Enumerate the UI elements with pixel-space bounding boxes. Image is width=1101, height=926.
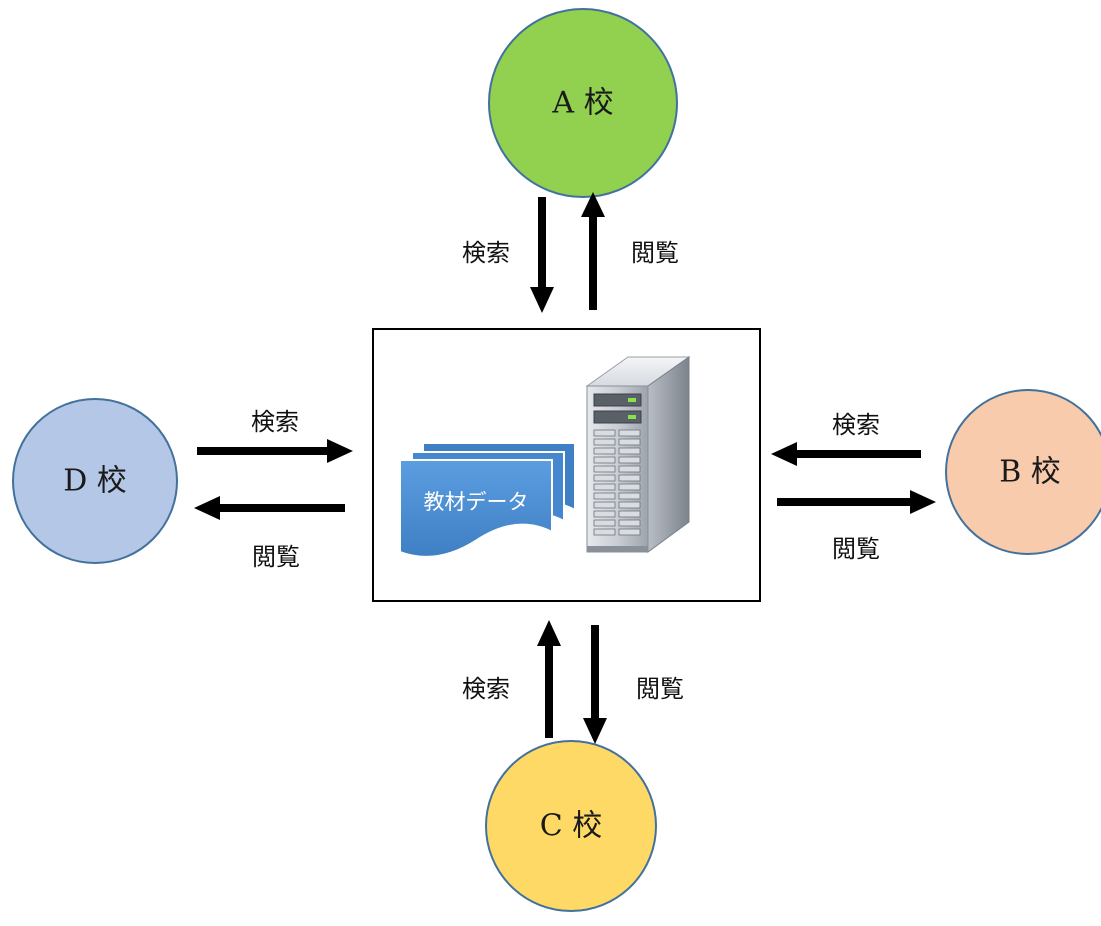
school-b-circle <box>945 389 1101 555</box>
arrow-d-view <box>194 496 345 520</box>
school-a: A 校 <box>488 8 678 198</box>
label-a-view: 閲覧 <box>631 239 679 267</box>
label-b-search: 検索 <box>832 411 880 439</box>
label-a-search: 検索 <box>462 239 510 267</box>
server-tower-icon <box>585 356 691 553</box>
arrow-b-view <box>777 490 936 514</box>
arrow-d-search <box>197 439 353 463</box>
server-box: 教材データ <box>372 328 761 602</box>
arrow-c-view <box>583 625 607 744</box>
label-d-view: 閲覧 <box>252 543 300 571</box>
label-c-search: 検索 <box>462 675 510 703</box>
school-c: C 校 <box>485 740 657 912</box>
school-a-label: A 校 <box>551 86 613 121</box>
school-c-circle <box>485 740 657 912</box>
label-c-view: 閲覧 <box>636 675 684 703</box>
school-b: B 校 <box>945 389 1101 555</box>
arrow-b-search <box>771 442 921 466</box>
document-stack-icon: 教材データ <box>399 442 576 558</box>
school-b-label: B 校 <box>999 455 1061 490</box>
school-a-circle <box>488 8 678 198</box>
label-d-search: 検索 <box>251 408 299 436</box>
label-b-view: 閲覧 <box>832 535 880 563</box>
document-label: 教材データ <box>424 490 529 514</box>
school-d-circle <box>12 398 178 564</box>
school-d-label: D 校 <box>63 464 127 499</box>
arrow-a-view <box>581 192 605 310</box>
school-d: D 校 <box>12 398 178 564</box>
school-c-label: C 校 <box>540 809 603 844</box>
arrow-a-search <box>530 197 554 313</box>
arrow-c-search <box>537 620 561 738</box>
